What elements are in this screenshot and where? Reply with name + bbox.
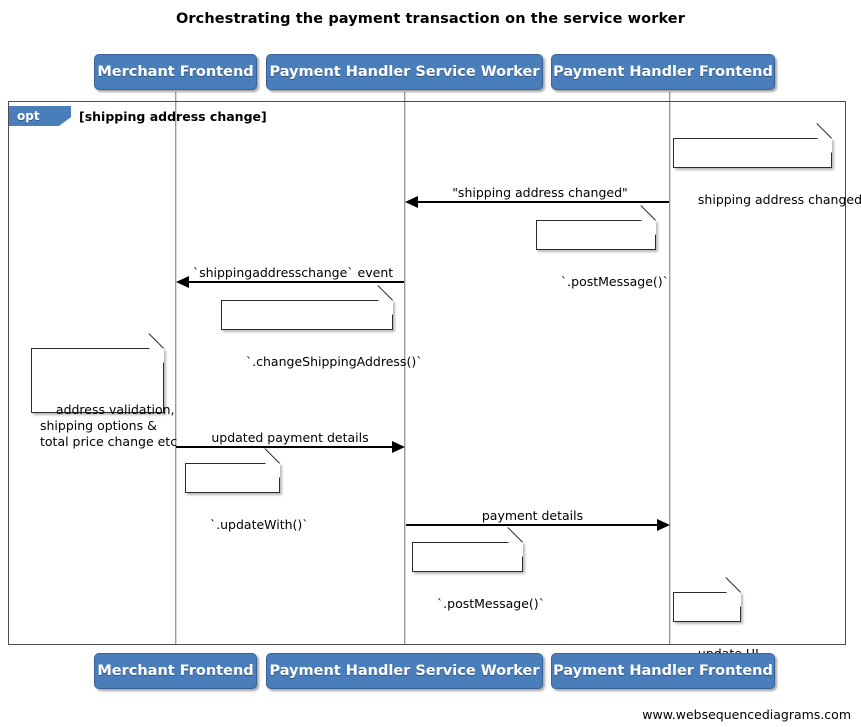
note-text: `.changeShippingAddress()` (245, 354, 423, 369)
note-shipping-address-changed: shipping address changed (673, 123, 861, 207)
note-fold-icon (641, 220, 656, 235)
message-label-shipping-address-changed: "shipping address changed" (452, 185, 628, 200)
arrowhead-left-icon (176, 276, 189, 288)
note-fold-icon (508, 542, 523, 557)
participant-label: Merchant Frontend (97, 63, 254, 80)
note-change-shipping-address: `.changeShippingAddress()` (221, 285, 422, 369)
note-text: `.postMessage()` (436, 596, 545, 611)
participant-payment-handler-frontend-bottom[interactable]: Payment Handler Frontend (551, 653, 775, 689)
opt-fragment-guard: [shipping address change] (79, 109, 267, 124)
message-line-payment-details (406, 524, 658, 526)
message-line-shipping-address-changed (407, 201, 669, 203)
message-label-updated-payment-details: updated payment details (211, 430, 369, 445)
note-update-with: `.updateWith()` (185, 448, 309, 532)
message-line-updated-payment-details (176, 446, 393, 448)
note-fold-icon (726, 592, 741, 607)
arrowhead-right-icon (392, 441, 405, 453)
participant-payment-handler-frontend-top[interactable]: Payment Handler Frontend (551, 54, 775, 90)
arrowhead-left-icon (405, 196, 418, 208)
note-address-validation: address validation, shipping options & t… (31, 333, 177, 449)
note-text: address validation, shipping options & t… (40, 402, 178, 449)
participant-merchant-frontend-bottom[interactable]: Merchant Frontend (94, 653, 257, 689)
note-fold-icon (817, 138, 832, 153)
note-post-message-2: `.postMessage()` (412, 527, 545, 611)
lifeline-merchant-frontend (175, 92, 177, 645)
participant-label: Payment Handler Frontend (553, 662, 773, 679)
lifeline-payment-handler-service-worker (404, 92, 406, 645)
note-update-ui: update UI (673, 577, 759, 661)
participant-label: Merchant Frontend (97, 662, 254, 679)
note-fold-icon (378, 300, 393, 315)
arrowhead-right-icon (657, 519, 670, 531)
opt-fragment-tag: opt (9, 106, 71, 126)
note-fold-icon (265, 463, 280, 478)
participant-merchant-frontend-top[interactable]: Merchant Frontend (94, 54, 257, 90)
page-title: Orchestrating the payment transaction on… (176, 11, 685, 27)
participant-label: Payment Handler Service Worker (269, 63, 540, 80)
participant-label: Payment Handler Service Worker (269, 662, 540, 679)
footer-watermark: www.websequencediagrams.com (642, 707, 851, 722)
message-line-shippingaddresschange-event (178, 281, 404, 283)
message-label-shippingaddresschange-event: `shippingaddresschange` event (192, 265, 394, 280)
participant-payment-handler-service-worker-bottom[interactable]: Payment Handler Service Worker (266, 653, 543, 689)
participant-label: Payment Handler Frontend (553, 63, 773, 80)
note-fold-icon (149, 348, 164, 363)
participant-payment-handler-service-worker-top[interactable]: Payment Handler Service Worker (266, 54, 543, 90)
note-text: `.updateWith()` (209, 517, 309, 532)
message-label-payment-details: payment details (481, 508, 584, 523)
note-post-message-1: `.postMessage()` (536, 205, 669, 289)
note-text: `.postMessage()` (560, 274, 669, 289)
note-text: shipping address changed (697, 192, 861, 207)
opt-fragment-frame (8, 101, 846, 645)
lifeline-payment-handler-frontend (669, 92, 671, 645)
